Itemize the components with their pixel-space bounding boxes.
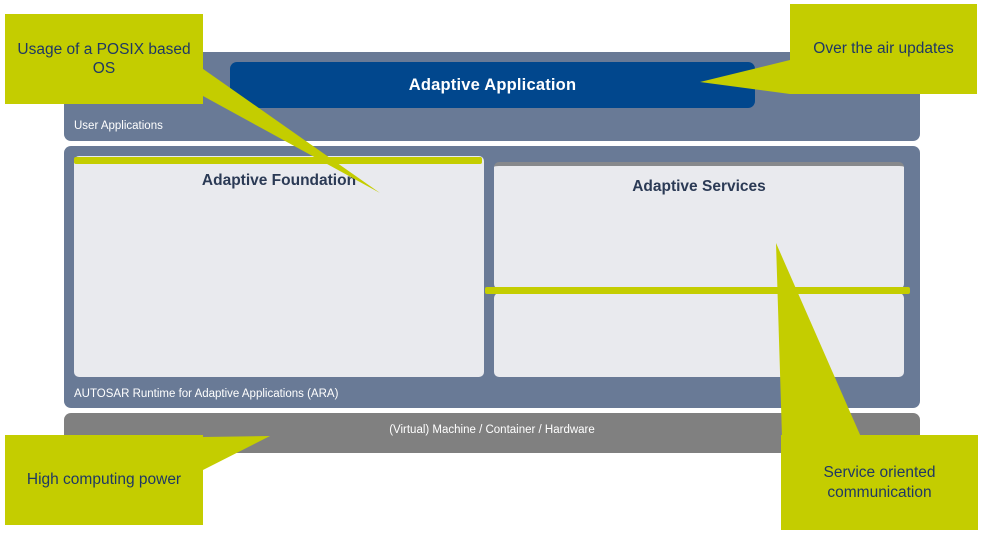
layer-ara: Adaptive Foundation Adaptive Services AU… — [64, 146, 920, 408]
adaptive-services-lower-strip — [494, 293, 904, 377]
adaptive-foundation-box[interactable]: Adaptive Foundation — [74, 156, 484, 377]
accent-rule-foundation-top — [74, 157, 482, 164]
adaptive-services-label: Adaptive Services — [632, 178, 766, 195]
adaptive-foundation-label: Adaptive Foundation — [201, 172, 357, 189]
adaptive-application-label: Adaptive Application — [408, 75, 577, 94]
callout-high-computing-power[interactable]: High computing power — [5, 435, 203, 525]
callout-posix[interactable]: Usage of a POSIX based OS — [5, 14, 203, 104]
adaptive-application-box[interactable]: Adaptive Application — [230, 62, 755, 108]
user-applications-caption: User Applications — [74, 120, 163, 132]
ara-caption: AUTOSAR Runtime for Adaptive Application… — [74, 388, 339, 400]
callout-ota[interactable]: Over the air updates — [790, 4, 977, 94]
adaptive-services-box[interactable]: Adaptive Services — [494, 162, 904, 289]
hardware-label: (Virtual) Machine / Container / Hardware — [389, 424, 595, 436]
accent-rule-services-bottom — [485, 287, 910, 294]
callout-service-oriented-communication[interactable]: Service oriented communication — [781, 435, 978, 530]
